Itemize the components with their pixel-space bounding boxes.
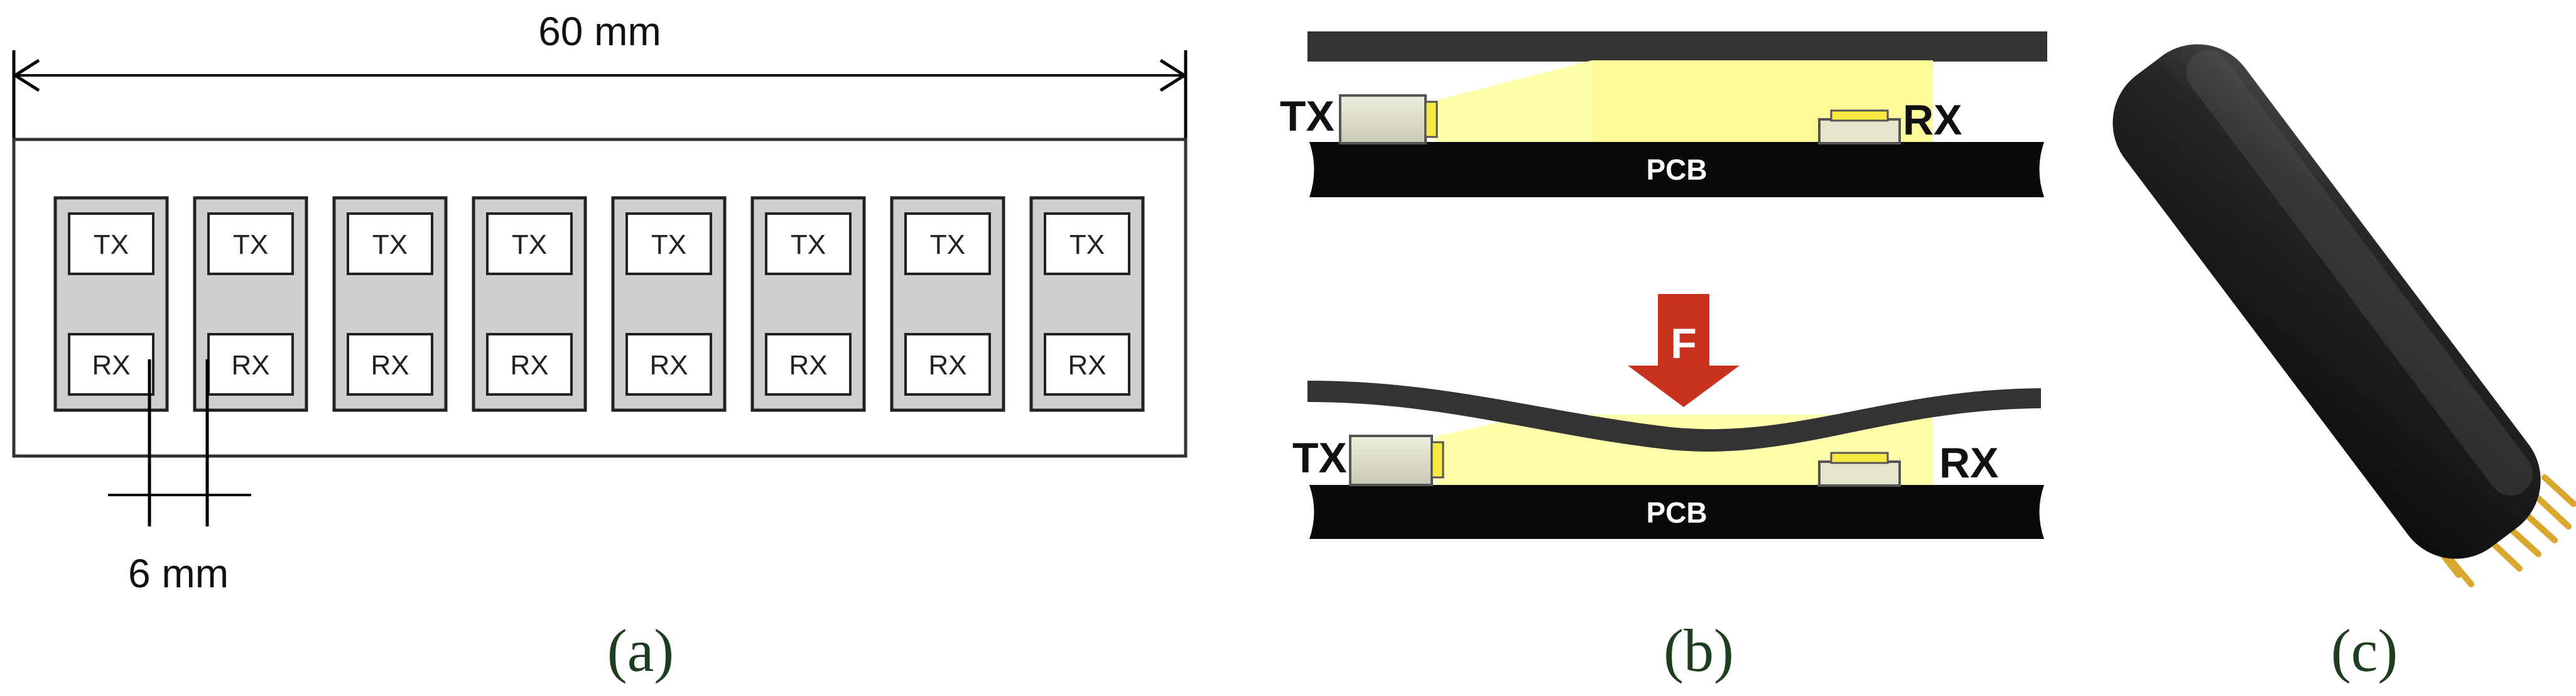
sensor-array: TX RX TX RX TX RX TX RX TX RX TX RX TX RX TX RX — [53, 196, 1145, 412]
sensor-cell: TX RX — [193, 196, 308, 412]
rx-label-loaded: RX — [1939, 439, 1998, 487]
rx-detector-loaded — [1818, 460, 1901, 487]
rx-box — [347, 333, 433, 396]
rx-box-label: RX — [928, 350, 966, 381]
tx-box — [765, 212, 852, 275]
rx-box — [625, 333, 712, 396]
tx-lens-loaded — [1431, 441, 1444, 479]
pitch-dimension-label: 6 mm — [128, 551, 229, 596]
tx-box — [68, 212, 154, 275]
caption-a: (a) — [607, 617, 674, 684]
sensor-cell: TX RX — [1029, 196, 1145, 412]
panel-b: PCB TX RX F PCB TX RX (b) — [1280, 31, 2047, 684]
rx-label: RX — [1903, 96, 1962, 144]
tx-box-label: TX — [1069, 229, 1105, 260]
rx-box-label: RX — [92, 350, 130, 381]
tx-emitter — [1339, 94, 1427, 144]
force-label: F — [1670, 320, 1697, 367]
rx-window — [1830, 109, 1889, 122]
unloaded-state: PCB TX RX — [1280, 31, 2047, 197]
pcb — [1309, 142, 2044, 197]
panel-c: (c) — [2113, 44, 2576, 684]
tx-box — [625, 212, 712, 275]
rx-box — [904, 333, 991, 396]
rx-box — [486, 333, 573, 396]
rx-box-label: RX — [1068, 350, 1106, 381]
force-arrow: F — [1628, 294, 1740, 407]
tx-lens — [1424, 101, 1438, 138]
rx-box-label: RX — [510, 350, 548, 381]
tx-box — [347, 212, 433, 275]
rx-box — [68, 333, 154, 396]
tx-label: TX — [1280, 92, 1334, 140]
tx-box — [486, 212, 573, 275]
pcb-loaded — [1309, 485, 2044, 539]
sensor-cell: TX RX — [332, 196, 448, 412]
sensor-cell: TX RX — [750, 196, 866, 412]
tx-emitter-loaded — [1349, 435, 1433, 486]
sensor-board — [12, 138, 1188, 458]
top-cover — [1307, 31, 2047, 62]
tx-box-label: TX — [791, 229, 826, 260]
sensor-cell: TX RX — [611, 196, 727, 412]
pitch-dimension: 6 mm — [108, 359, 251, 596]
pcb-label: PCB — [1646, 153, 1707, 186]
rx-box-label: RX — [371, 350, 409, 381]
sensor-cell: TX RX — [53, 196, 169, 412]
width-dimension-label: 60 mm — [538, 9, 661, 54]
rx-box — [207, 333, 294, 396]
pcb-label-loaded: PCB — [1646, 496, 1707, 529]
width-dimension: 60 mm — [12, 9, 1188, 141]
tx-box-label: TX — [512, 229, 547, 260]
tx-label-loaded: TX — [1292, 434, 1347, 482]
sensor-cell: TX RX — [472, 196, 587, 412]
rx-box — [765, 333, 852, 396]
tx-box — [904, 212, 991, 275]
tx-box-label: TX — [930, 229, 965, 260]
tx-box-label: TX — [372, 229, 408, 260]
rx-box-label: RX — [789, 350, 827, 381]
caption-c: (c) — [2331, 617, 2398, 684]
rx-window-loaded — [1830, 452, 1889, 464]
tx-box-label: TX — [94, 229, 129, 260]
tx-box — [1044, 212, 1130, 275]
sensor-cell: TX RX — [890, 196, 1005, 412]
panel-a: 60 mm TX RX TX RX TX RX TX RX TX RX TX RX TX RX TX RX 6… — [12, 9, 1188, 684]
encapsulated-sensor — [2113, 44, 2541, 559]
tx-box-label: TX — [651, 229, 686, 260]
rx-detector — [1818, 118, 1901, 144]
connector-pin — [2541, 474, 2576, 507]
rx-box — [1044, 333, 1130, 396]
loaded-state: PCB TX RX — [1292, 381, 2044, 539]
deformed-cover — [1307, 381, 2041, 452]
rx-box-label: RX — [649, 350, 688, 381]
tx-box-label: TX — [233, 229, 268, 260]
tx-box — [207, 212, 294, 275]
rx-box-label: RX — [231, 350, 269, 381]
caption-b: (b) — [1664, 617, 1734, 684]
